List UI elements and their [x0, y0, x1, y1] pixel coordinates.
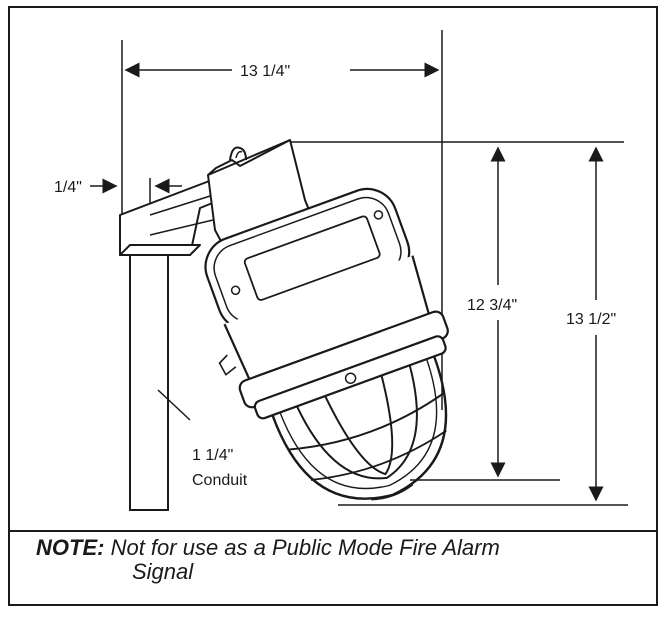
fixture-housing [204, 187, 449, 420]
globe-height-dimension: 12 3/4" [290, 141, 624, 481]
note-text-line2: Signal [132, 559, 194, 584]
note-label: NOTE: [36, 535, 105, 560]
width-dimension-label: 13 1/4" [240, 63, 290, 80]
globe-guard [271, 355, 448, 501]
note-text-line1: Not for use as a Public Mode Fire Alarm [110, 535, 500, 560]
overall-height-dimension: 13 1/2" [338, 146, 628, 506]
offset-dimension-label: 1/4" [54, 179, 82, 196]
diagram-frame [8, 6, 658, 606]
note-divider [8, 530, 658, 532]
conduit-name-label: Conduit [192, 472, 248, 489]
overall-height-label: 13 1/2" [566, 311, 616, 328]
conduit-size-label: 1 1/4" [192, 447, 233, 464]
width-dimension: 13 1/4" [121, 30, 443, 410]
conduit-pipe [129, 254, 191, 511]
globe-height-label: 12 3/4" [467, 297, 517, 314]
usage-note: NOTE: Not for use as a Public Mode Fire … [36, 536, 636, 584]
